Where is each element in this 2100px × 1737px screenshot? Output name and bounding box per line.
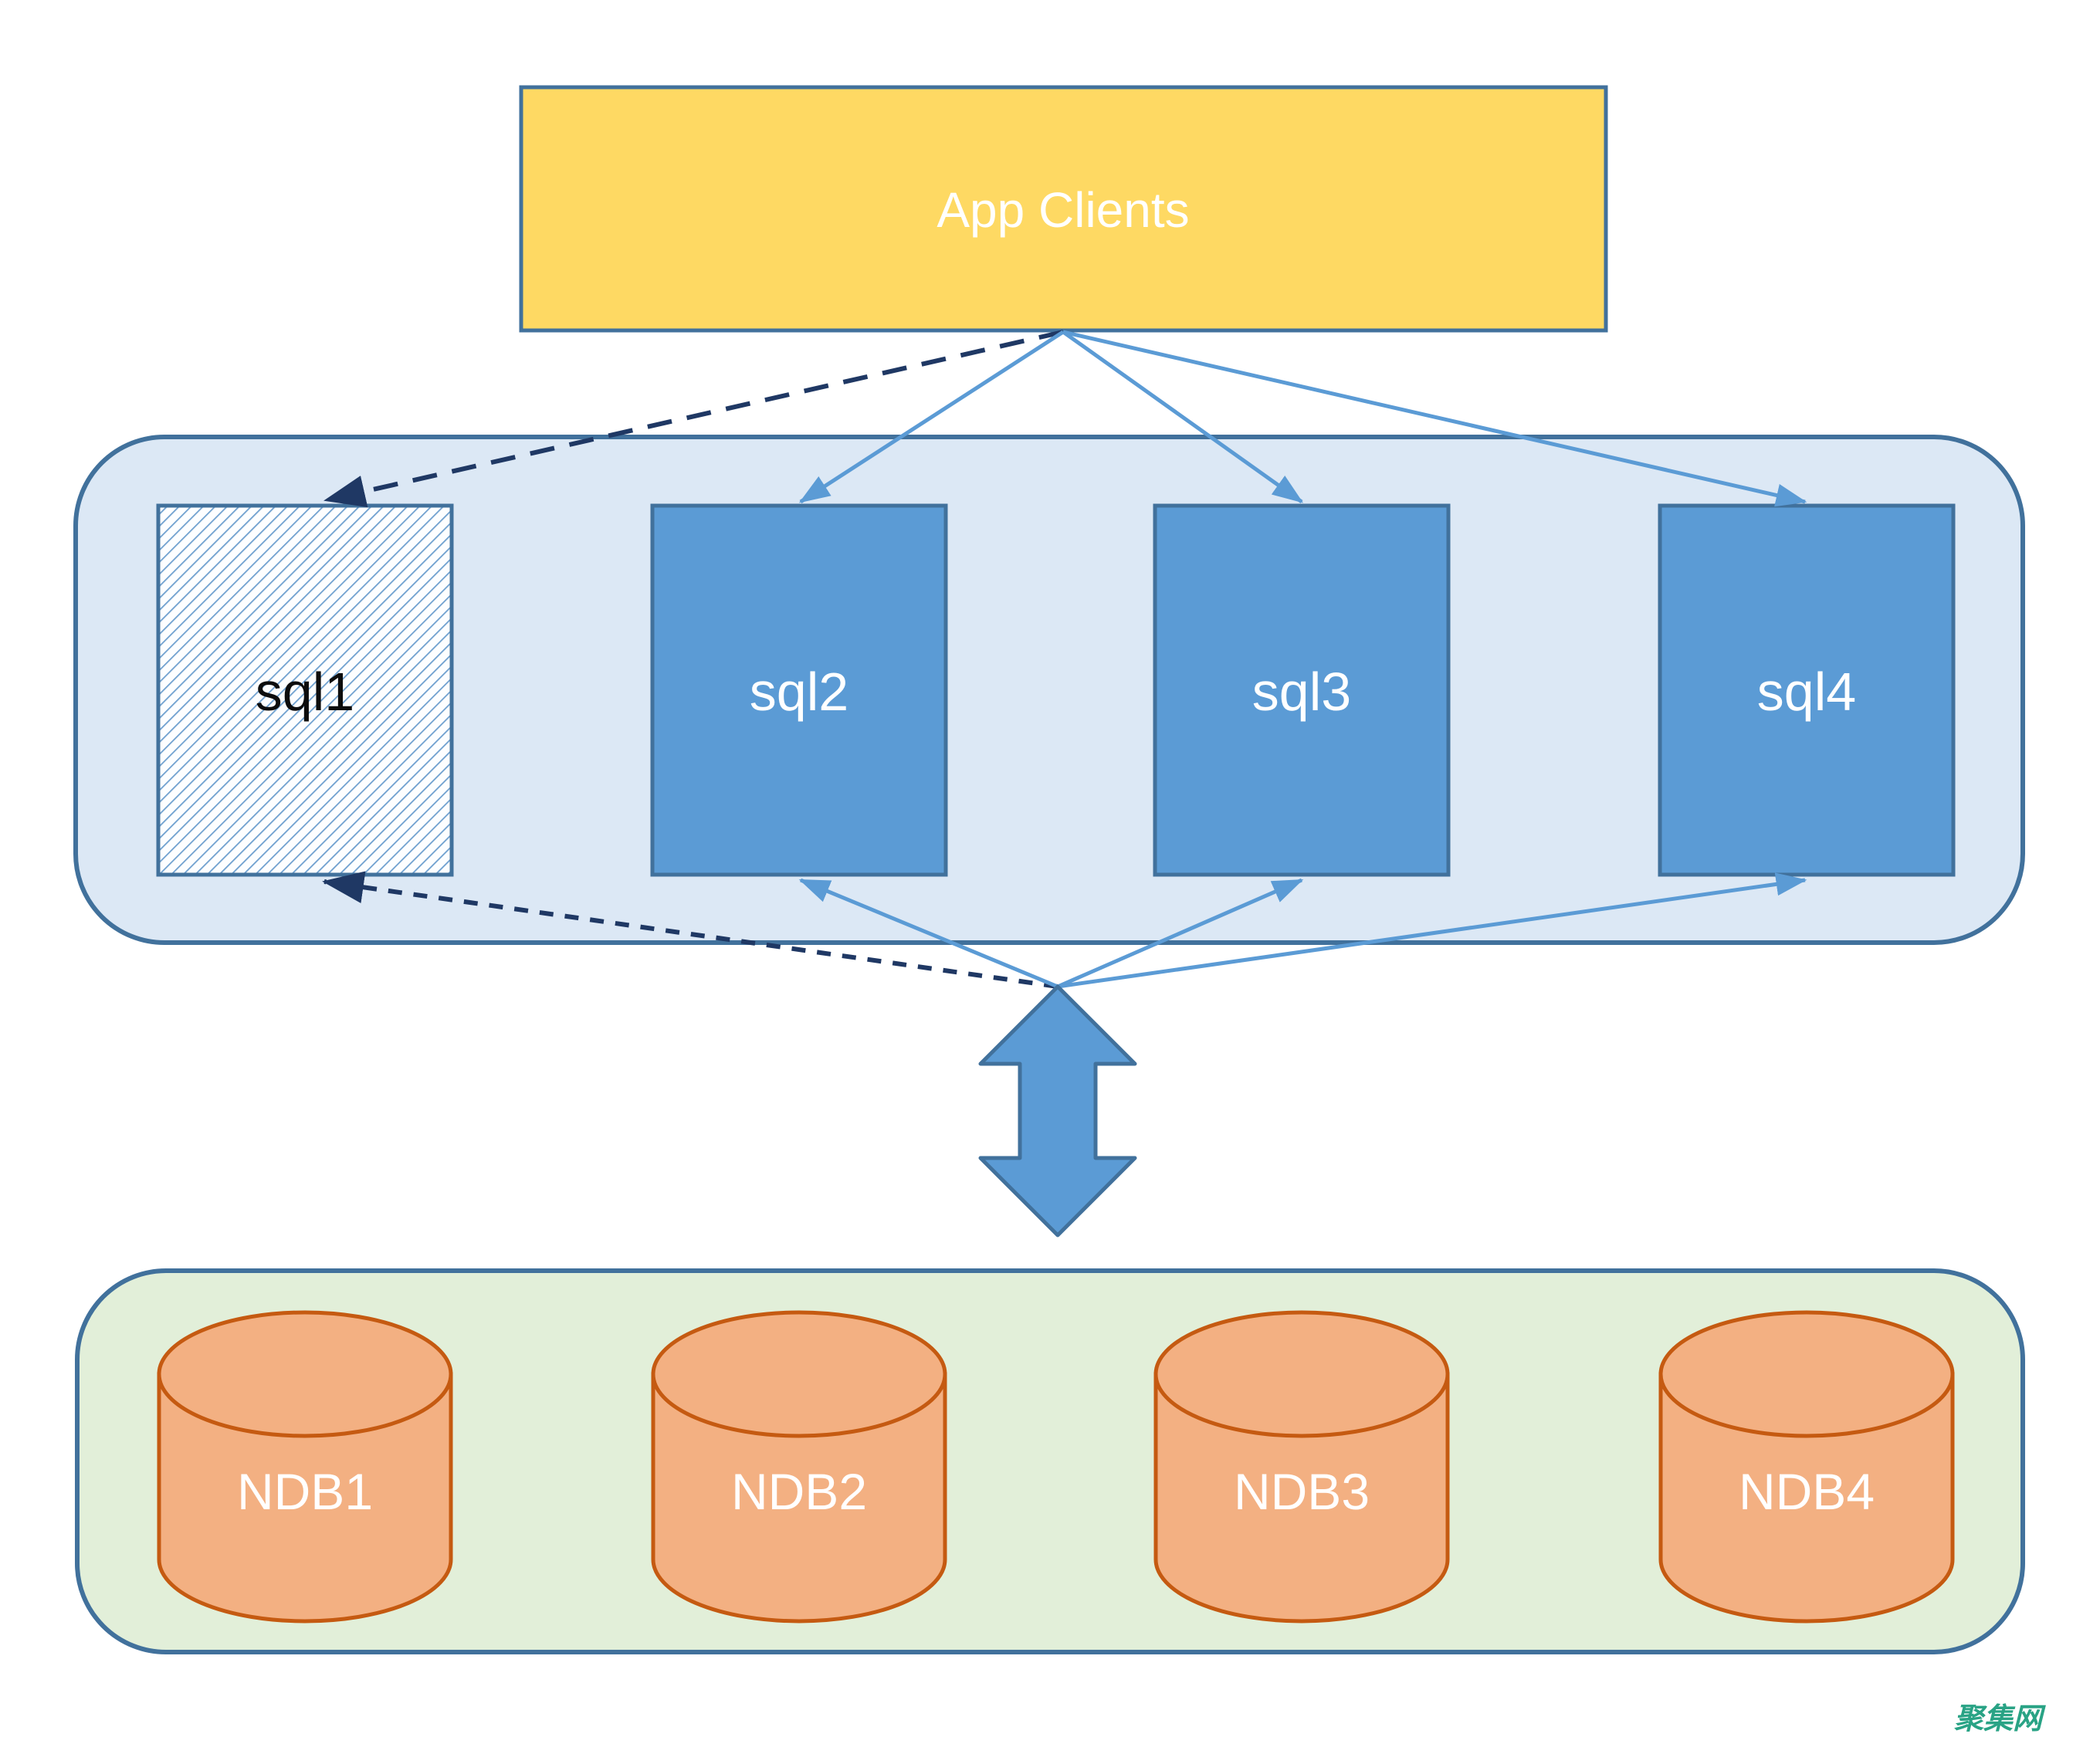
arrow-app-to-sql1-dashed [323, 330, 1064, 508]
sql3-node [1153, 503, 1451, 877]
sql4-label: sql4 [1757, 662, 1856, 722]
ndb4-cylinder-top [1658, 1310, 1955, 1438]
arrow-app-to-sql2 [798, 330, 1065, 504]
sql1-label: sql1 [256, 662, 354, 722]
arrow-cluster-to-sql3 [1056, 878, 1304, 989]
ndb2-cylinder-top [651, 1310, 947, 1438]
sql2-label: sql2 [750, 662, 848, 722]
ndb3-cylinder: NDB3 [1153, 1310, 1450, 1624]
app-clients-group: App Clients [519, 85, 1608, 333]
ndb1-label: NDB1 [237, 1463, 373, 1520]
arrow-cluster-to-sql1-dashed [322, 871, 1058, 989]
sql-tier-container [73, 435, 2025, 945]
ndb-tier-container [75, 1268, 2025, 1654]
ndb2-label: NDB2 [731, 1463, 867, 1520]
arrow-cluster-to-sql2 [798, 878, 1058, 989]
sql3-label: sql3 [1252, 662, 1351, 722]
ndb1-cylinder-body [157, 1372, 453, 1624]
sql1-node [156, 503, 454, 877]
bidirectional-arrow [978, 984, 1137, 1238]
ndb-to-sql-arrows [322, 871, 1807, 989]
ndb4-label: NDB4 [1739, 1463, 1875, 1520]
app-to-sql-arrows [323, 330, 1807, 508]
ndb-nodes-group: NDB1 NDB2 NDB3 NDB4 [157, 1310, 1955, 1624]
app-clients-box [519, 85, 1608, 333]
ndb2-cylinder: NDB2 [651, 1310, 947, 1624]
ndb4-cylinder-body [1658, 1372, 1955, 1624]
ndb4-cylinder: NDB4 [1658, 1310, 1955, 1624]
arrow-cluster-to-sql4 [1057, 872, 1807, 989]
sql-nodes-group: sql1 sql2 sql3 sql4 [156, 503, 1956, 877]
arrow-app-to-sql3 [1062, 330, 1304, 504]
ndb1-cylinder: NDB1 [157, 1310, 453, 1624]
ndb3-cylinder-top [1153, 1310, 1450, 1438]
arrow-app-to-sql4 [1062, 330, 1807, 507]
ndb3-label: NDB3 [1234, 1463, 1370, 1520]
watermark-text: 聚集网 [1954, 1703, 2046, 1735]
ndb1-cylinder-top [157, 1310, 453, 1438]
ndb2-cylinder-body [651, 1372, 947, 1624]
sql2-node [650, 503, 948, 877]
ndb3-cylinder-body [1153, 1372, 1450, 1624]
app-clients-label: App Clients [937, 182, 1189, 238]
